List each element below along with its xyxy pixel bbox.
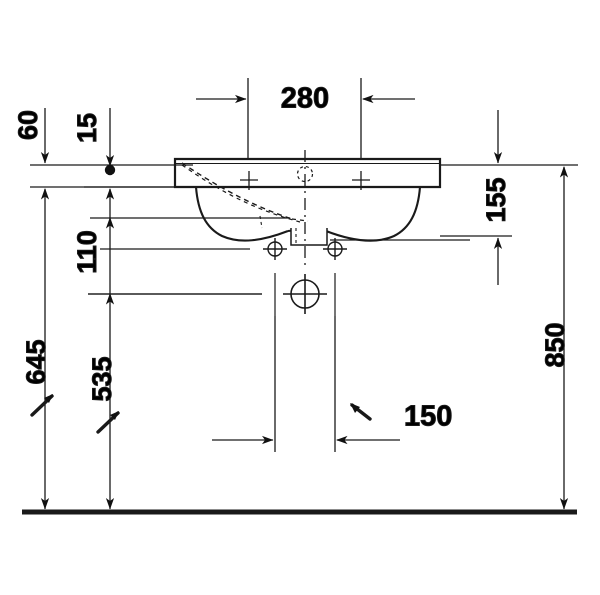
dimension-15 xyxy=(104,108,116,218)
tap-hole-markers xyxy=(240,171,370,190)
dimension-280 xyxy=(196,78,415,160)
dimension-label-155: 155 xyxy=(481,177,511,222)
drain-circle xyxy=(283,274,327,314)
dimension-label-850: 850 xyxy=(540,322,570,367)
dimension-label-280: 280 xyxy=(281,83,329,115)
washbasin-cross-section xyxy=(173,157,442,246)
dimension-645 xyxy=(30,294,54,510)
dimension-label-535: 535 xyxy=(87,356,117,401)
dimension-label-645: 645 xyxy=(21,339,51,384)
wall-fixing-holes xyxy=(263,238,347,260)
dimension-label-15: 15 xyxy=(72,113,102,143)
dimension-label-110: 110 xyxy=(72,230,102,274)
dimension-150 xyxy=(212,316,400,452)
overflow-marker xyxy=(296,165,314,183)
drain-reference-lines xyxy=(274,273,336,316)
dimension-535 xyxy=(88,293,262,510)
dimension-label-60: 60 xyxy=(13,110,43,140)
dimension-label-150: 150 xyxy=(404,401,452,433)
